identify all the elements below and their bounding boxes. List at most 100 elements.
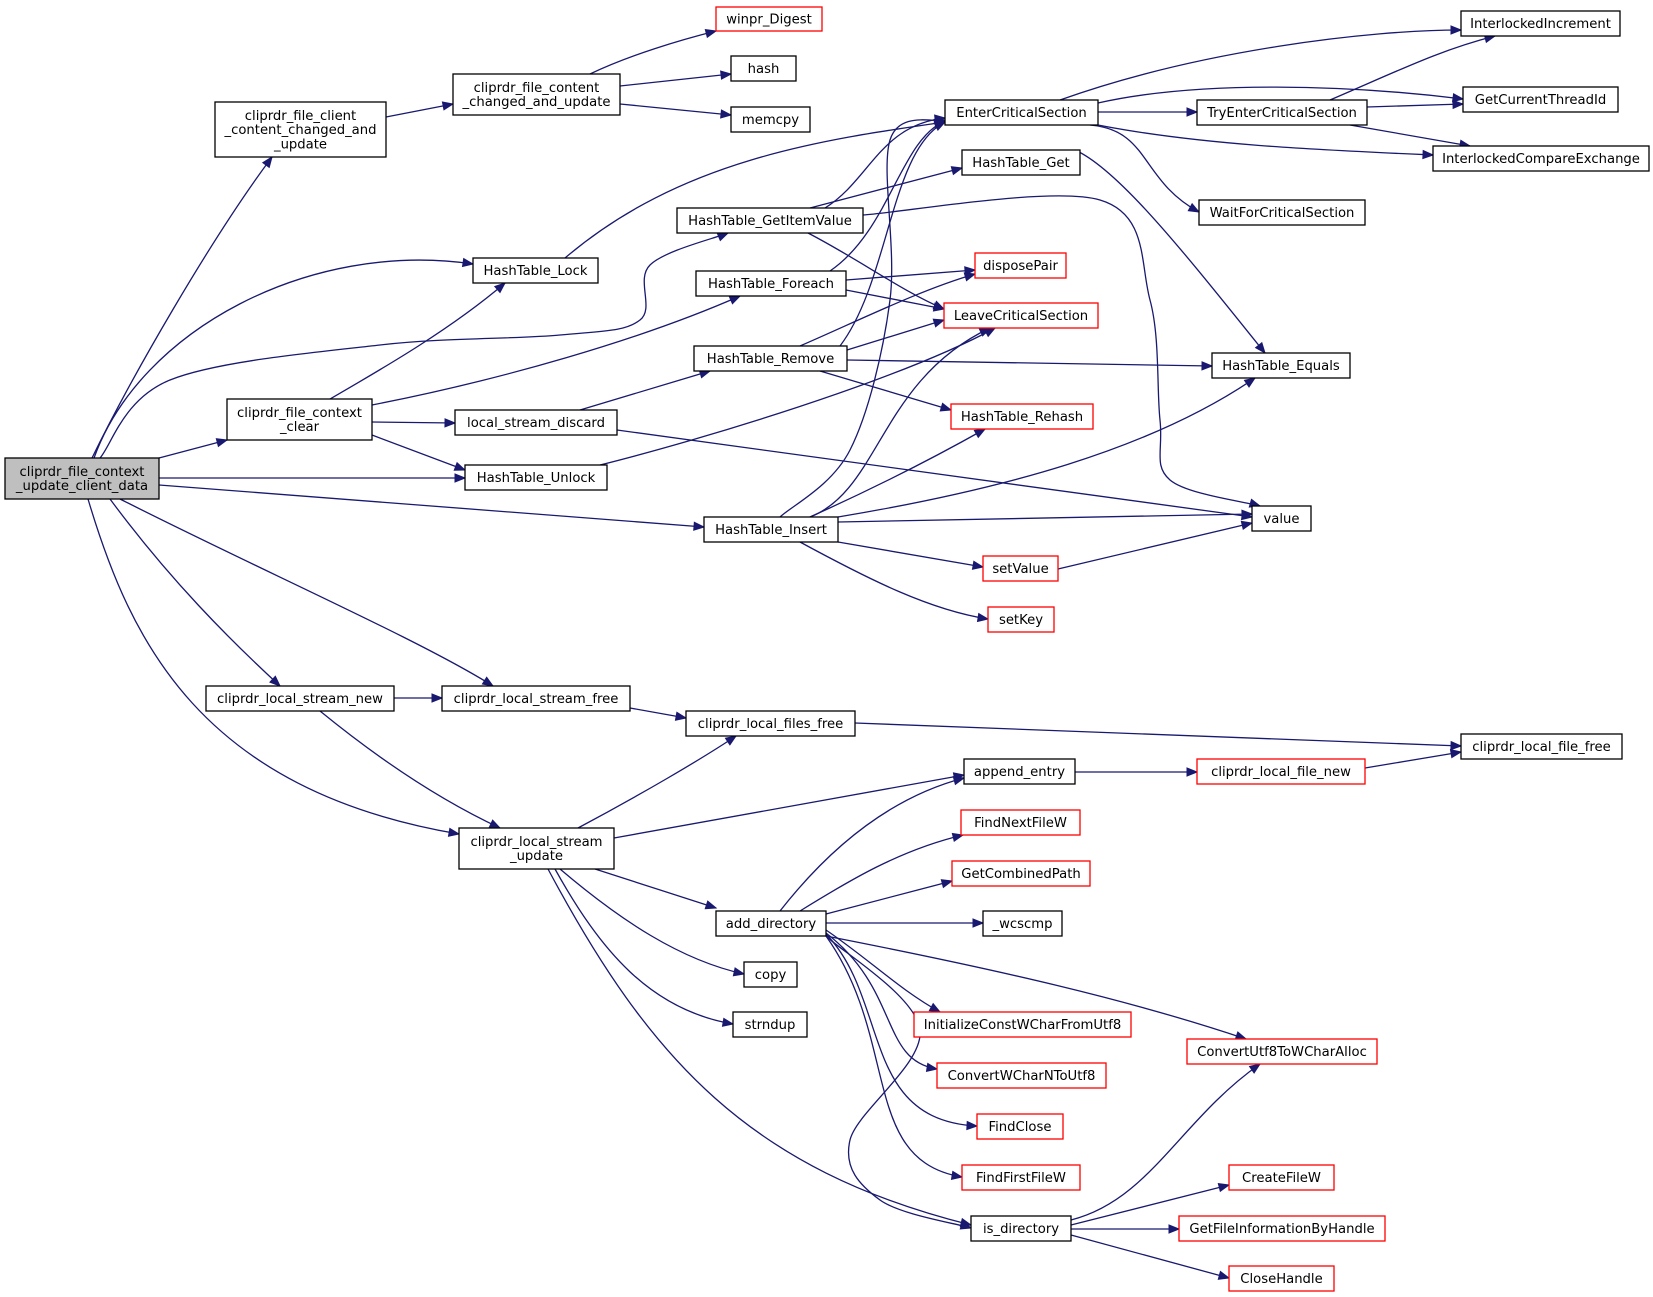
node-init-const[interactable]: InitializeConstWCharFromUtf8 bbox=[913, 1011, 1132, 1038]
node-add-directory[interactable]: add_directory bbox=[715, 910, 827, 937]
node-ht-insert[interactable]: HashTable_Insert bbox=[703, 516, 839, 543]
node-convert-wchar[interactable]: ConvertWCharNToUtf8 bbox=[936, 1062, 1107, 1089]
edge-is_directory-to-convert_utf8 bbox=[1070, 1063, 1262, 1221]
node-label: FindClose bbox=[989, 1120, 1052, 1135]
edge-stream_new-to-stream_update bbox=[319, 710, 502, 829]
node-find-next[interactable]: FindNextFileW bbox=[960, 809, 1081, 836]
node-close-handle[interactable]: CloseHandle bbox=[1228, 1265, 1335, 1292]
node-ht-getitem[interactable]: HashTable_GetItemValue bbox=[676, 207, 864, 234]
node-label: WaitForCriticalSection bbox=[1210, 206, 1355, 221]
node-box bbox=[4, 457, 160, 500]
arrowhead bbox=[453, 461, 467, 471]
node-file-free[interactable]: cliprdr_local_file_free bbox=[1460, 733, 1623, 760]
node-dispose-pair[interactable]: disposePair bbox=[974, 252, 1067, 279]
node-get-combined[interactable]: GetCombinedPath bbox=[951, 860, 1091, 887]
node-stream-free[interactable]: cliprdr_local_stream_free bbox=[441, 685, 631, 712]
arrowhead bbox=[1186, 107, 1199, 117]
node-enter-cs[interactable]: EnterCriticalSection bbox=[944, 99, 1099, 126]
node-files-free[interactable]: cliprdr_local_files_free bbox=[685, 710, 856, 737]
node-try-enter-cs[interactable]: TryEnterCriticalSection bbox=[1196, 99, 1368, 126]
node-winpr-digest[interactable]: winpr_Digest bbox=[715, 6, 823, 32]
arrowhead bbox=[971, 560, 985, 570]
node-strndup[interactable]: strndup bbox=[732, 1011, 808, 1038]
node-client-changed[interactable]: cliprdr_file_client_content_changed_and_… bbox=[214, 101, 387, 158]
edge-line bbox=[577, 735, 737, 829]
arrowhead bbox=[1217, 1182, 1231, 1193]
node-set-key[interactable]: setKey bbox=[987, 606, 1055, 633]
node-label: cliprdr_local_file_new bbox=[1211, 765, 1351, 780]
node-ht-remove[interactable]: HashTable_Remove bbox=[693, 345, 848, 372]
node-wcscmp[interactable]: _wcscmp bbox=[982, 910, 1063, 937]
node-local-discard[interactable]: local_stream_discard bbox=[454, 409, 618, 436]
node-convert-utf8[interactable]: ConvertUtf8ToWCharAlloc bbox=[1186, 1038, 1378, 1065]
edge-enter_cs-to-interlocked_cmp bbox=[1097, 124, 1435, 160]
edge-content_changed-to-winpr_digest bbox=[589, 28, 718, 75]
node-create-file[interactable]: CreateFileW bbox=[1228, 1164, 1335, 1191]
edge-line bbox=[158, 484, 705, 528]
node-interlocked-inc[interactable]: InterlockedIncrement bbox=[1460, 10, 1621, 37]
node-ht-lock[interactable]: HashTable_Lock bbox=[472, 257, 599, 284]
node-label: cliprdr_local_file_free bbox=[1472, 740, 1611, 755]
node-label: _update_client_data bbox=[15, 479, 148, 494]
node-stream-new[interactable]: cliprdr_local_stream_new bbox=[205, 685, 395, 712]
node-set-value[interactable]: setValue bbox=[982, 555, 1059, 582]
edge-local_discard-to-ht_remove bbox=[579, 369, 712, 411]
node-find-first[interactable]: FindFirstFileW bbox=[961, 1164, 1081, 1191]
node-label: winpr_Digest bbox=[726, 13, 812, 28]
edge-stream_new-to-stream_free bbox=[394, 693, 444, 703]
node-interlocked-cmp[interactable]: InterlockedCompareExchange bbox=[1432, 145, 1650, 172]
edge-line bbox=[846, 359, 1213, 367]
node-label: setValue bbox=[992, 562, 1048, 577]
node-file-new[interactable]: cliprdr_local_file_new bbox=[1196, 758, 1366, 785]
node-append-entry[interactable]: append_entry bbox=[963, 758, 1076, 785]
edge-line bbox=[1097, 86, 1464, 104]
edge-line bbox=[1059, 29, 1462, 101]
arrowhead bbox=[454, 473, 467, 483]
node-ht-foreach[interactable]: HashTable_Foreach bbox=[695, 270, 847, 297]
edge-root-to-stream_update bbox=[87, 498, 461, 837]
edge-line bbox=[547, 868, 972, 1226]
node-content-changed[interactable]: cliprdr_file_content_changed_and_update bbox=[452, 73, 621, 116]
node-ctx-clear[interactable]: cliprdr_file_context_clear bbox=[226, 398, 373, 441]
node-ht-rehash[interactable]: HashTable_Rehash bbox=[950, 403, 1094, 430]
arrowhead bbox=[1452, 99, 1465, 110]
node-copy[interactable]: copy bbox=[743, 961, 798, 988]
arrowhead bbox=[1241, 509, 1254, 519]
node-ht-equals[interactable]: HashTable_Equals bbox=[1211, 352, 1351, 379]
node-root[interactable]: cliprdr_file_context_update_client_data bbox=[4, 457, 160, 500]
edge-line bbox=[825, 932, 938, 1070]
node-memcpy[interactable]: memcpy bbox=[730, 106, 811, 133]
node-label: is_directory bbox=[983, 1222, 1059, 1237]
node-stream-update[interactable]: cliprdr_local_stream_update bbox=[458, 827, 615, 870]
edge-line bbox=[807, 232, 945, 310]
node-box bbox=[730, 55, 797, 82]
node-box bbox=[1228, 1265, 1335, 1292]
node-value[interactable]: value bbox=[1251, 505, 1312, 532]
edge-client_changed-to-content_changed bbox=[385, 101, 455, 118]
node-ht-unlock[interactable]: HashTable_Unlock bbox=[464, 464, 608, 491]
edge-line bbox=[371, 295, 741, 406]
arrowhead bbox=[1186, 767, 1199, 777]
node-find-close[interactable]: FindClose bbox=[976, 1113, 1064, 1140]
node-get-thread-id[interactable]: GetCurrentThreadId bbox=[1462, 86, 1619, 113]
edge-line bbox=[854, 722, 1462, 747]
node-box bbox=[950, 403, 1094, 430]
node-box bbox=[963, 758, 1076, 785]
node-ht-get[interactable]: HashTable_Get bbox=[961, 149, 1081, 176]
node-get-file-info[interactable]: GetFileInformationByHandle bbox=[1178, 1215, 1386, 1242]
arrowhead bbox=[1451, 93, 1465, 103]
node-label: HashTable_Lock bbox=[484, 264, 588, 279]
node-hash[interactable]: hash bbox=[730, 55, 797, 82]
arrowhead bbox=[973, 428, 987, 439]
edge-ht_remove-to-ht_rehash bbox=[819, 370, 953, 412]
node-leave-cs[interactable]: LeaveCriticalSection bbox=[943, 302, 1099, 329]
arrowhead bbox=[963, 272, 977, 282]
edge-line bbox=[825, 880, 953, 915]
node-is-directory[interactable]: is_directory bbox=[970, 1215, 1072, 1242]
arrowhead bbox=[939, 402, 953, 412]
arrowhead bbox=[976, 612, 990, 623]
node-wait-cs[interactable]: WaitForCriticalSection bbox=[1198, 199, 1366, 226]
edge-is_directory-to-get_file_info bbox=[1071, 1224, 1181, 1234]
node-label: HashTable_Get bbox=[972, 156, 1069, 171]
edge-line bbox=[809, 167, 963, 209]
